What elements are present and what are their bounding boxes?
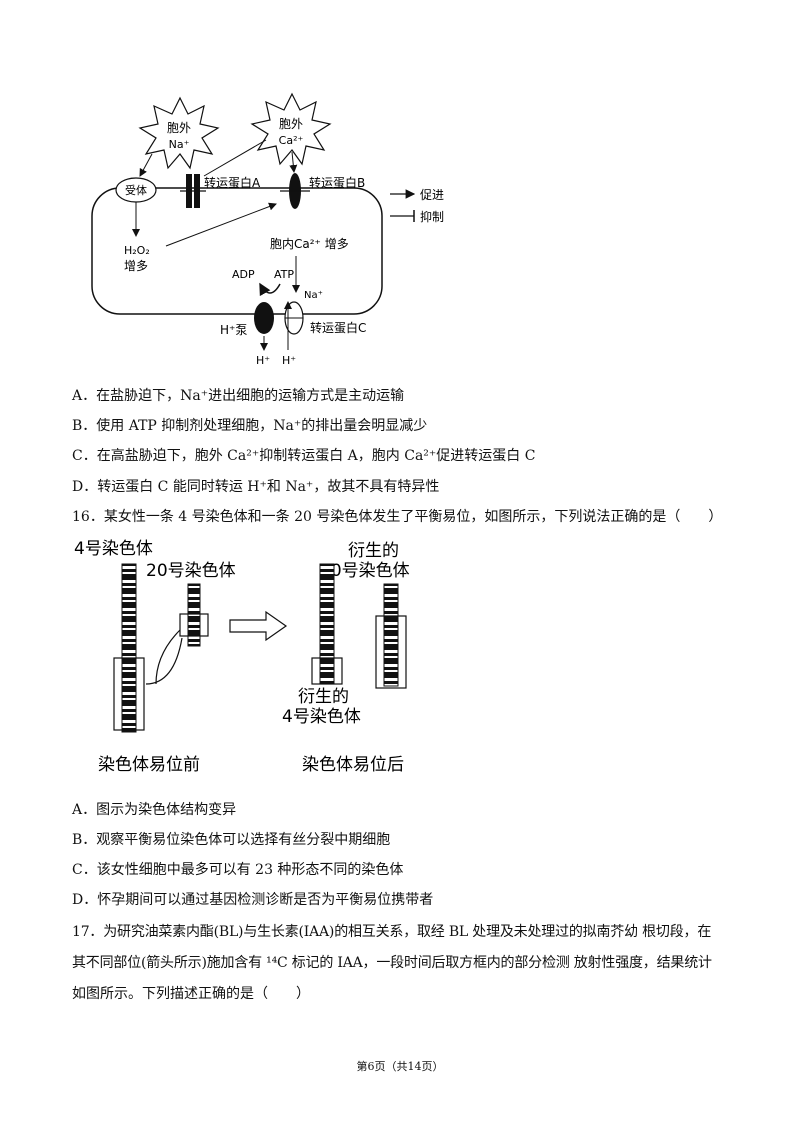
q16-option-c: C．该女性细胞中最多可以有 23 种形态不同的染色体 <box>72 862 404 878</box>
intracellular-ca-label: 胞内Ca²⁺ 增多 <box>270 237 349 251</box>
q17-line-3: 如图所示。下列描述正确的是（ ） <box>72 986 310 1002</box>
extracellular-na-star <box>138 96 220 170</box>
star-ca-text-2: Ca²⁺ <box>279 134 304 147</box>
q15-option-a: A．在盐胁迫下，Na⁺进出细胞的运输方式是主动运输 <box>72 388 405 404</box>
q17-line-2: 其不同部位(箭头所示)施加含有 ¹⁴C 标记的 IAA，一段时间后取方框内的部分… <box>72 955 712 971</box>
chr20-label: 20号染色体 <box>146 561 236 581</box>
h-pump-label: H⁺泵 <box>220 323 247 337</box>
legend-promote: 促进 <box>420 188 444 202</box>
q15-option-c: C．在高盐胁迫下，胞外 Ca²⁺抑制转运蛋白 A，胞内 Ca²⁺促进转运蛋白 C <box>72 448 536 464</box>
chr4-segment-box <box>113 657 145 731</box>
star-ca-text-1: 胞外 <box>279 117 303 131</box>
transporter-c-label: 转运蛋白C <box>310 320 366 335</box>
q16-option-d: D．怀孕期间可以通过基因检测诊断是否为平衡易位携带者 <box>72 892 434 908</box>
q16-option-b: B．观察平衡易位染色体可以选择有丝分裂中期细胞 <box>72 832 391 848</box>
cell-membrane <box>91 187 383 315</box>
adp-label: ADP <box>232 268 255 281</box>
h-plus-out-2: H⁺ <box>282 354 296 367</box>
derived-4-label-1: 衍生的 <box>298 687 349 707</box>
q15-option-b: B．使用 ATP 抑制剂处理细胞，Na⁺的排出量会明显减少 <box>72 418 428 434</box>
legend-inhibit: 抑制 <box>420 209 444 224</box>
chromosome-translocation-diagram: 4号染色体 20号染色体 衍生的 20号染色体 衍生的 4号染色体 染色体易位前… <box>74 539 410 775</box>
after-label: 染色体易位后 <box>302 755 404 775</box>
derived-chromosome-4 <box>319 563 335 685</box>
h2o2-label: H₂O₂ <box>124 244 150 257</box>
derived-4-label-2: 4号染色体 <box>282 707 361 727</box>
before-label: 染色体易位前 <box>98 755 200 775</box>
derived-20-box <box>375 615 407 689</box>
derived-chromosome-20 <box>383 583 399 687</box>
star-na-text-2: Na⁺ <box>169 138 190 151</box>
chr20-segment-box <box>179 613 209 637</box>
ion-transport-diagram: 胞外 Na⁺ 胞外 Ca²⁺ 受体 转运蛋白A 转运蛋白B 促进 抑制 H₂O₂… <box>91 92 444 367</box>
q16-stem: 16．某女性一条 4 号染色体和一条 20 号染色体发生了平衡易位，如图所示，下… <box>72 509 723 525</box>
na-plus-label: Na⁺ <box>304 290 323 301</box>
chromosome-4 <box>121 563 137 733</box>
chr4-label: 4号染色体 <box>74 539 153 559</box>
h-pump-shape <box>254 302 274 334</box>
star-na-text-1: 胞外 <box>167 121 191 135</box>
atp-label: ATP <box>274 268 294 281</box>
chromosome-20 <box>187 583 201 647</box>
derived-20-label-1: 衍生的 <box>348 541 399 561</box>
derived-4-box <box>311 657 343 685</box>
transition-arrow <box>229 610 288 642</box>
h-plus-out-1: H⁺ <box>256 354 270 367</box>
q15-option-d: D．转运蛋白 C 能同时转运 H⁺和 Na⁺，故其不具有特异性 <box>72 479 440 495</box>
receptor-label: 受体 <box>125 183 147 197</box>
transporter-b-label: 转运蛋白B <box>309 175 365 190</box>
page-footer: 第6页（共14页） <box>356 1060 444 1073</box>
q16-option-a: A．图示为染色体结构变异 <box>72 802 237 818</box>
extracellular-ca-star <box>250 92 332 166</box>
q17-line-1: 17．为研究油菜素内酯(BL)与生长素(IAA)的相互关系，取经 BL 处理及未… <box>72 924 712 940</box>
transporter-a-label: 转运蛋白A <box>204 175 261 190</box>
derived-20-label-2: 20号染色体 <box>320 561 410 581</box>
h2o2-increase: 增多 <box>124 259 148 273</box>
